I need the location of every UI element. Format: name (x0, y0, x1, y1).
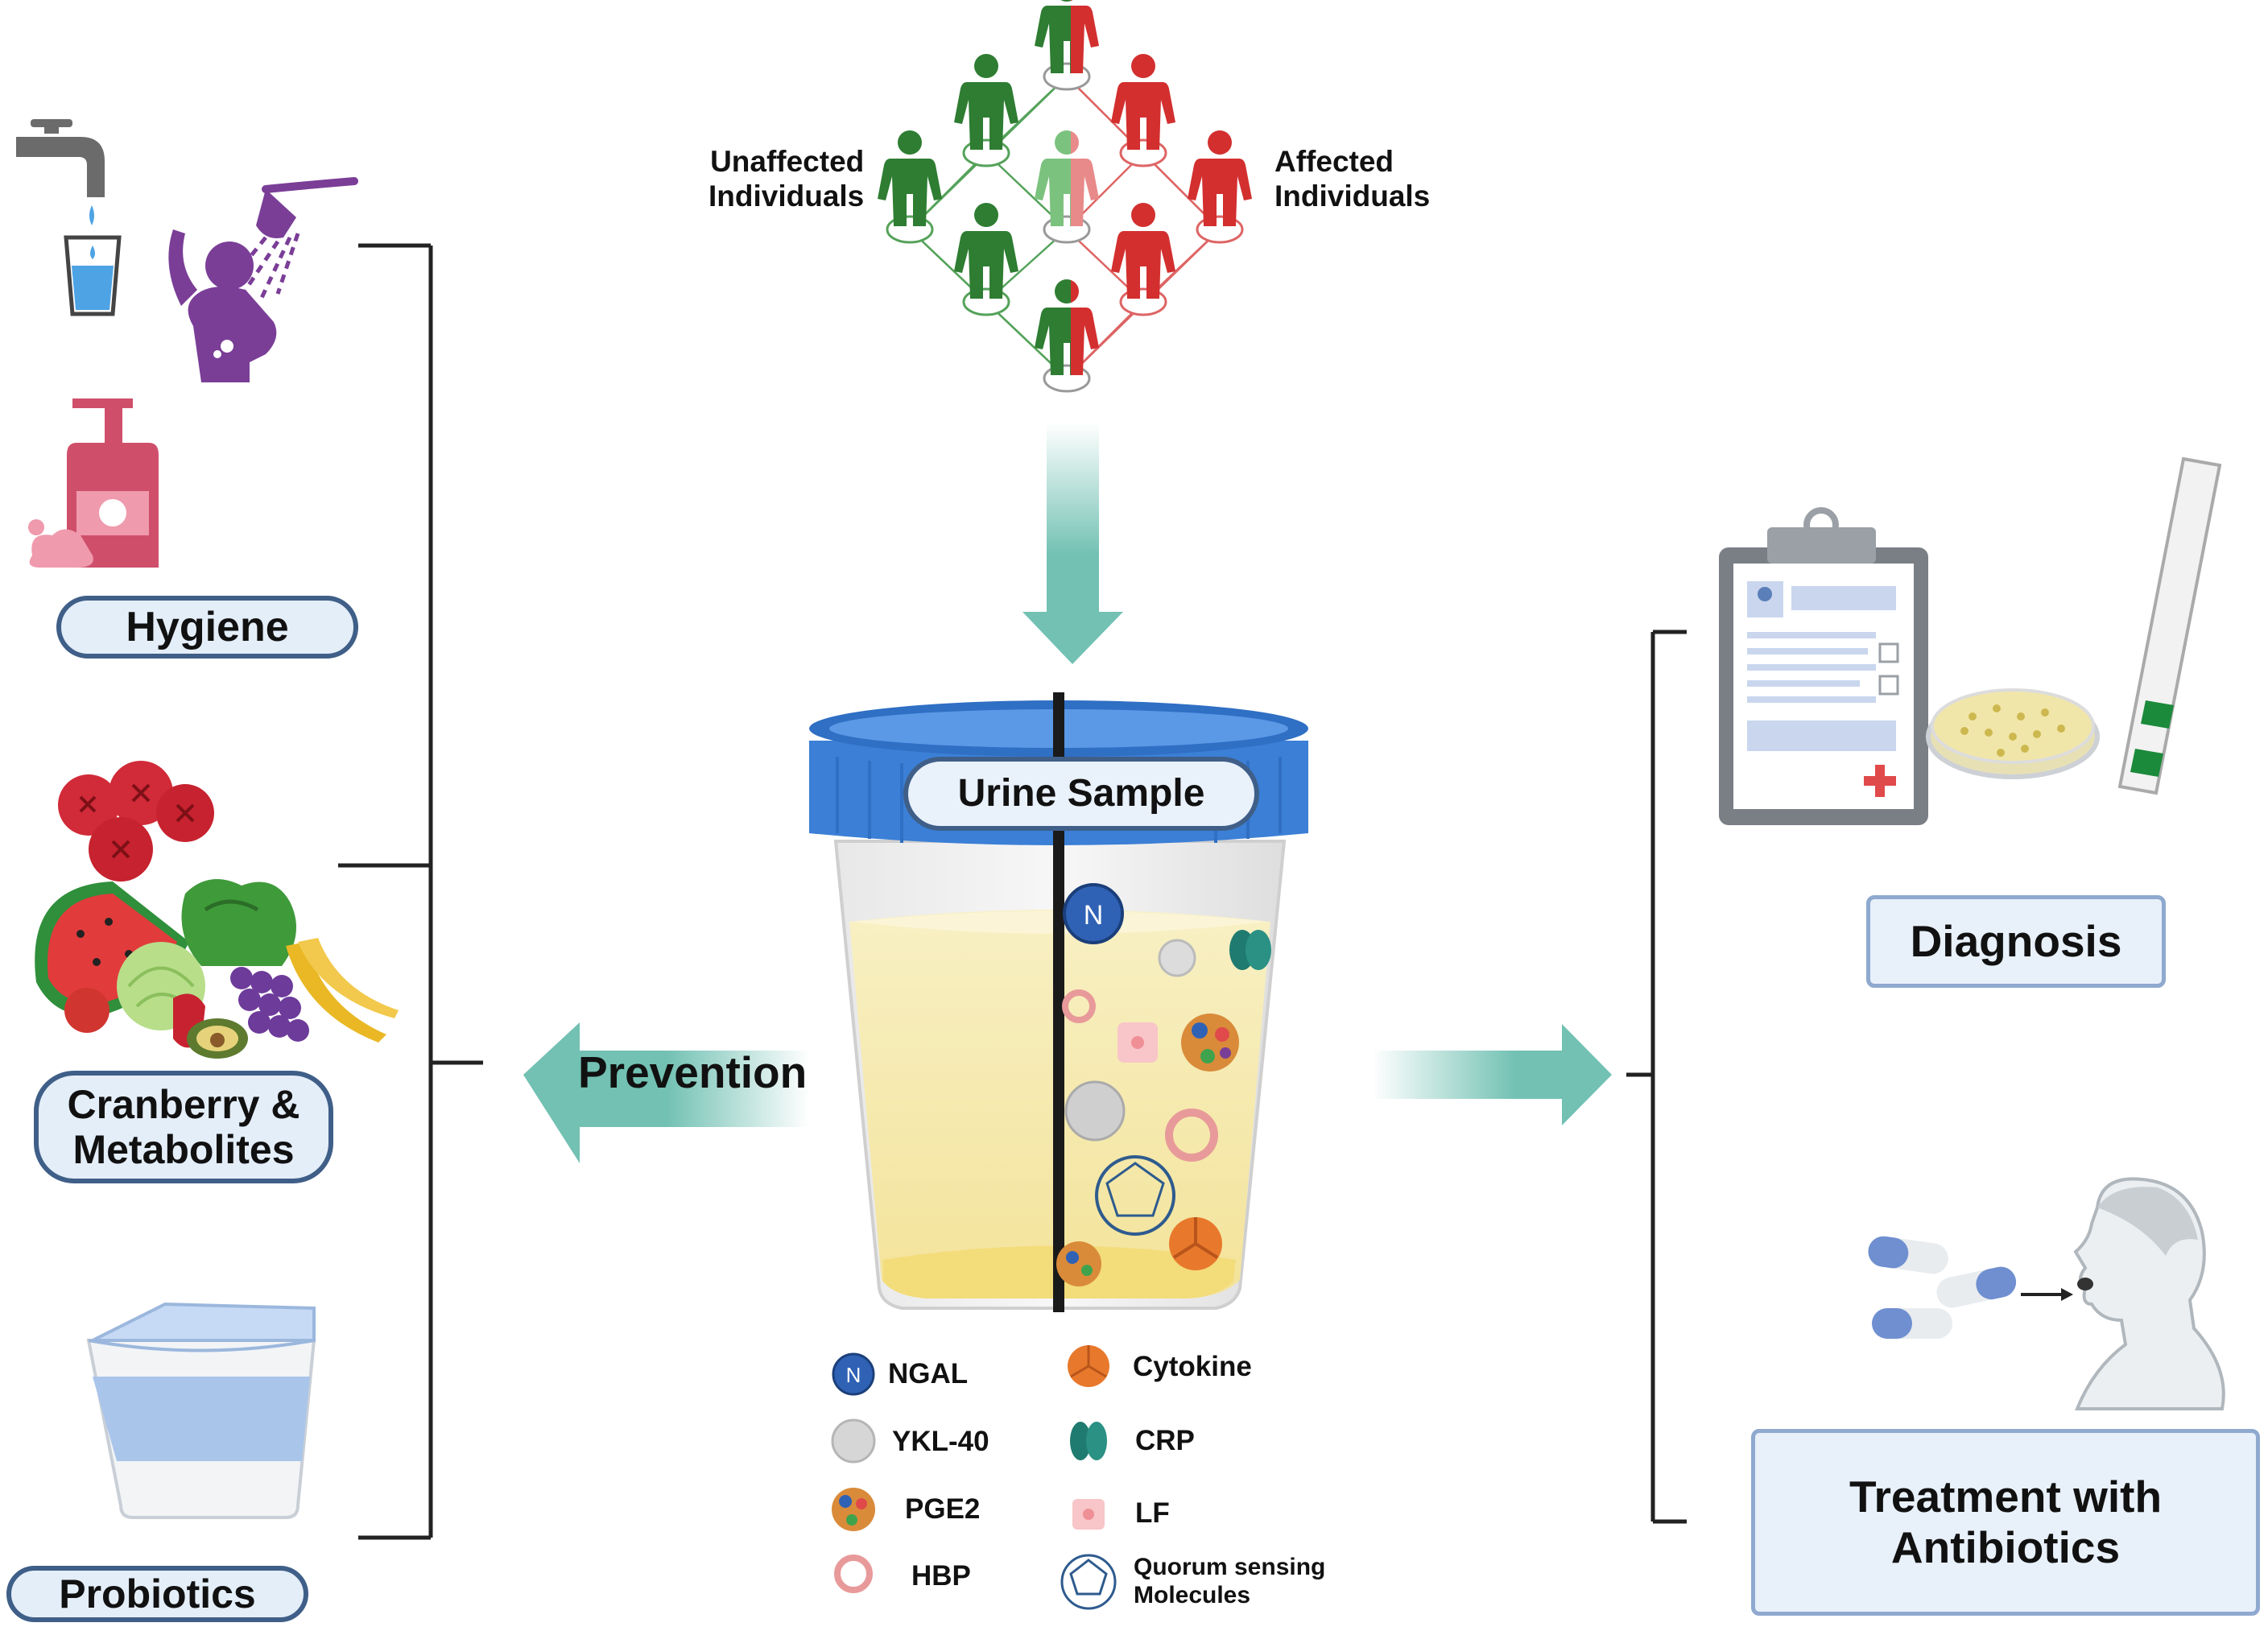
faucet-icon (16, 119, 105, 225)
soap-dispenser-icon (28, 398, 159, 568)
person-figure (1111, 203, 1175, 299)
biomarkers-in-cup: N (1056, 883, 1271, 1286)
svg-text:N: N (1084, 900, 1104, 931)
pge2-molecule-2 (1056, 1241, 1101, 1286)
cranberry-metabolites-label: Cranberry & Metabolites (34, 1071, 333, 1183)
legend-label-pge2: PGE2 (905, 1493, 981, 1525)
cytokine-molecule (1169, 1217, 1222, 1270)
test-strip-icon (2117, 456, 2222, 795)
pge2-molecule-1 (1181, 1014, 1239, 1072)
prevention-arrow (523, 1022, 809, 1163)
ngal-molecule: N (1063, 883, 1124, 944)
unaffected-individuals-label: Unaffected Individuals (708, 145, 865, 213)
right-bracket (1626, 630, 1687, 1524)
ykl40-molecule (1064, 1080, 1126, 1142)
person-figure (1111, 54, 1175, 150)
person-figure (1035, 130, 1071, 226)
hbp-molecule-2 (1165, 1109, 1218, 1162)
ngal-badge-icon: N (832, 1352, 875, 1396)
person-figure (1071, 130, 1099, 226)
legend-label-ykl40: YKL-40 (892, 1426, 989, 1457)
legend-label-cytokine: Cytokine (1133, 1351, 1252, 1382)
hbp-molecule-1 (1062, 989, 1096, 1023)
quorum-sensing-cage-icon (1060, 1554, 1117, 1610)
legend-label-quorum: Quorum sensing Molecules (1134, 1554, 1326, 1608)
petri-dish-icon (1926, 688, 2100, 779)
probiotics-label: Probiotics (6, 1566, 308, 1622)
prevention-label: Prevention (578, 1047, 808, 1097)
legend-label-lf: LF (1135, 1497, 1170, 1529)
legend-label-crp: CRP (1135, 1425, 1195, 1456)
diagnosis-arrow (1373, 1024, 1612, 1125)
pge2-cluster-icon (832, 1488, 875, 1531)
yogurt-cup-icon (86, 1302, 316, 1519)
hbp-ring-icon (834, 1555, 873, 1593)
pill-capsules-icon (1868, 1236, 2073, 1339)
hygiene-label: Hygiene (56, 596, 358, 659)
ykl40-sphere-icon (831, 1418, 876, 1464)
legend-label-ngal: NGAL (888, 1358, 969, 1389)
crp-molecule (1229, 930, 1271, 970)
diagnosis-label: Diagnosis (1866, 895, 2166, 988)
urine-sample-label: Urine Sample (903, 757, 1259, 831)
affected-individuals-label: Affected Individuals (1274, 145, 1431, 213)
person-figure (1071, 279, 1099, 375)
person-figure (954, 203, 1018, 299)
population-network (878, 0, 1252, 393)
legend-label-hbp: HBP (911, 1560, 971, 1592)
person-figure (1035, 279, 1071, 375)
lf-molecule (1117, 1022, 1158, 1063)
left-bracket (338, 243, 483, 1540)
quorum-molecule (1095, 1155, 1175, 1236)
person-figure (1071, 0, 1099, 73)
svg-text:N: N (846, 1363, 861, 1387)
person-figure (954, 54, 1018, 150)
person-head-icon (2073, 1177, 2225, 1410)
water-glass-icon (64, 235, 122, 316)
crp-icon (1070, 1422, 1107, 1460)
lf-square-icon (1072, 1499, 1105, 1530)
cranberry-icon (58, 761, 214, 882)
shower-person-icon (168, 177, 358, 382)
cytokine-icon (1068, 1345, 1109, 1387)
person-figure (1188, 130, 1252, 226)
ykl40-molecule-small (1158, 939, 1196, 977)
down-arrow (1022, 423, 1123, 664)
person-figure (1035, 0, 1071, 73)
grapes-banana-icon (230, 938, 399, 1043)
clipboard-icon (1719, 507, 1928, 825)
treatment-label: Treatment with Antibiotics (1751, 1429, 2260, 1616)
person-figure (878, 130, 942, 226)
apple-pepper-avocado-icon (64, 988, 248, 1059)
